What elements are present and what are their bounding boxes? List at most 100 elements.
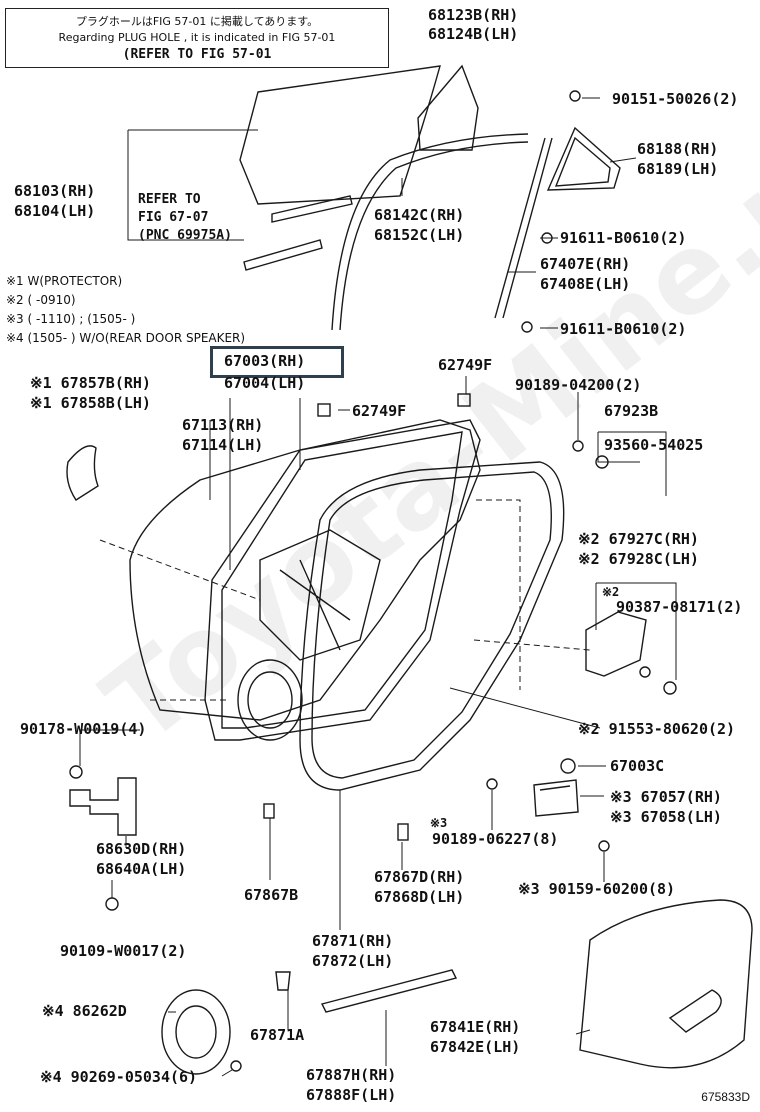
part-67003c[interactable]: 67003C bbox=[610, 757, 665, 775]
refer-line-3: (PNC 69975A) bbox=[138, 228, 232, 243]
part-91611-upper[interactable]: 91611-B0610(2) bbox=[560, 229, 687, 247]
note-line-en: Regarding PLUG HOLE , it is indicated in… bbox=[58, 31, 336, 44]
part-86262d[interactable]: ※4 86262D bbox=[42, 1002, 127, 1020]
part-67923b[interactable]: 67923B bbox=[604, 402, 659, 420]
rear-door-glass bbox=[239, 65, 441, 205]
part-68640a[interactable]: 68640A(LH) bbox=[96, 860, 187, 878]
figure-code: 675833D bbox=[701, 1090, 750, 1104]
legend-note-2: ※2 ( -0910) bbox=[6, 293, 76, 307]
glass-run bbox=[331, 133, 529, 331]
clip-67871a bbox=[275, 971, 291, 991]
part-90178-w0019[interactable]: 90178-W0019(4) bbox=[20, 720, 147, 738]
window-regulator bbox=[259, 529, 381, 661]
bolt-90189 bbox=[572, 440, 584, 452]
quarter-window-glass bbox=[417, 64, 479, 151]
legend-note-3: ※3 ( -1110) ; (1505- ) bbox=[6, 312, 136, 326]
part-90189-06227[interactable]: 90189-06227(8) bbox=[432, 830, 559, 848]
part-68152c[interactable]: 68152C(LH) bbox=[374, 226, 465, 244]
part-68124b[interactable]: 68124B(LH) bbox=[428, 25, 519, 43]
door-frame bbox=[204, 419, 481, 741]
bolt-91553 bbox=[663, 681, 677, 695]
part-67871[interactable]: 67871(RH) bbox=[312, 932, 394, 950]
clip-90189-06227 bbox=[486, 778, 498, 790]
part-90151-50026[interactable]: 90151-50026(2) bbox=[612, 90, 739, 108]
clip-67003c bbox=[560, 758, 576, 774]
bolt-91611-lower bbox=[521, 321, 533, 333]
part-90189-04200[interactable]: 90189-04200(2) bbox=[515, 376, 642, 394]
part-93560-54025[interactable]: 93560-54025 bbox=[604, 436, 704, 454]
part-67887h[interactable]: 67887H(RH) bbox=[306, 1066, 397, 1084]
part-67003[interactable]: 67003(RH) bbox=[224, 352, 306, 370]
highlight-box bbox=[210, 346, 344, 378]
part-67004[interactable]: 67004(LH) bbox=[224, 374, 306, 392]
legend-note-1: ※1 W(PROTECTOR) bbox=[6, 274, 123, 288]
door-check bbox=[585, 611, 647, 677]
part-68103[interactable]: 68103(RH) bbox=[14, 182, 96, 200]
plug-hole-note: プラグホールはFIG 57-01 に掲載してあります。 Regarding PL… bbox=[5, 8, 389, 68]
clip-67867d bbox=[397, 823, 409, 841]
part-67928c[interactable]: ※2 67928C(LH) bbox=[578, 550, 699, 568]
outer-door-panel bbox=[129, 419, 481, 721]
legend-note-4: ※4 (1505- ) W/O(REAR DOOR SPEAKER) bbox=[6, 331, 246, 345]
part-67857b[interactable]: ※1 67857B(RH) bbox=[30, 374, 151, 392]
part-67867b[interactable]: 67867B bbox=[244, 886, 299, 904]
screw-90269 bbox=[230, 1060, 242, 1072]
clip-62749f-mid bbox=[317, 403, 331, 417]
part-67871a[interactable]: 67871A bbox=[250, 1026, 305, 1044]
refer-line-2[interactable]: FIG 67-07 bbox=[138, 210, 209, 225]
refer-line-1: REFER TO bbox=[138, 192, 201, 207]
part-62749f-mid[interactable]: 62749F bbox=[352, 402, 407, 420]
part-90387-08171[interactable]: 90387-08171(2) bbox=[616, 598, 743, 616]
clip-62749f-top bbox=[457, 393, 471, 407]
protector bbox=[66, 445, 99, 501]
part-68123b[interactable]: 68123B(RH) bbox=[428, 6, 519, 24]
speaker bbox=[161, 989, 231, 1075]
part-67872[interactable]: 67872(LH) bbox=[312, 952, 394, 970]
part-68189[interactable]: 68189(LH) bbox=[637, 160, 719, 178]
part-90109-w0017[interactable]: 90109-W0017(2) bbox=[60, 942, 187, 960]
part-68630d[interactable]: 68630D(RH) bbox=[96, 840, 187, 858]
part-91553-80620[interactable]: ※2 91553-80620(2) bbox=[578, 720, 736, 738]
door-hinge bbox=[69, 777, 137, 836]
part-67842e[interactable]: 67842E(LH) bbox=[430, 1038, 521, 1056]
part-67408e[interactable]: 67408E(LH) bbox=[540, 275, 631, 293]
part-62749f-top[interactable]: 62749F bbox=[438, 356, 493, 374]
clip-90151 bbox=[569, 90, 581, 102]
part-90269-05034[interactable]: ※4 90269-05034(6) bbox=[40, 1068, 198, 1086]
bolt-90109 bbox=[105, 897, 119, 911]
bolt-90178 bbox=[69, 765, 83, 779]
clip-67867b bbox=[263, 803, 275, 819]
part-67858b[interactable]: ※1 67858B(LH) bbox=[30, 394, 151, 412]
part-67867d[interactable]: 67867D(RH) bbox=[374, 868, 465, 886]
note-mark-3: ※3 bbox=[430, 816, 448, 830]
speaker-opening bbox=[237, 659, 303, 741]
door-lock bbox=[533, 779, 579, 817]
note-line-ref[interactable]: (REFER TO FIG 57-01 bbox=[122, 47, 272, 62]
part-68188[interactable]: 68188(RH) bbox=[637, 140, 719, 158]
part-90159-60200[interactable]: ※3 90159-60200(8) bbox=[518, 880, 676, 898]
door-trim-panel bbox=[579, 899, 753, 1069]
lower-moulding bbox=[243, 239, 323, 271]
fixed-quarter-glass bbox=[546, 126, 621, 191]
part-68104[interactable]: 68104(LH) bbox=[14, 202, 96, 220]
part-67888f[interactable]: 67888F(LH) bbox=[306, 1086, 397, 1104]
division-bar bbox=[494, 137, 553, 319]
note-line-jp: プラグホールはFIG 57-01 に掲載してあります。 bbox=[75, 15, 319, 28]
door-weatherstrip bbox=[299, 461, 565, 791]
part-67927c[interactable]: ※2 67927C(RH) bbox=[578, 530, 699, 548]
door-lower-moulding bbox=[320, 969, 458, 1013]
part-67114[interactable]: 67114(LH) bbox=[182, 436, 264, 454]
part-67407e[interactable]: 67407E(RH) bbox=[540, 255, 631, 273]
part-67057[interactable]: ※3 67057(RH) bbox=[610, 788, 722, 806]
part-91611-lower[interactable]: 91611-B0610(2) bbox=[560, 320, 687, 338]
screw-90159 bbox=[598, 840, 610, 852]
part-67058[interactable]: ※3 67058(LH) bbox=[610, 808, 722, 826]
trim-handle-pocket bbox=[668, 989, 722, 1033]
part-67841e[interactable]: 67841E(RH) bbox=[430, 1018, 521, 1036]
belt-moulding bbox=[271, 195, 353, 223]
part-68142c[interactable]: 68142C(RH) bbox=[374, 206, 465, 224]
part-67113[interactable]: 67113(RH) bbox=[182, 416, 264, 434]
part-67868d[interactable]: 67868D(LH) bbox=[374, 888, 465, 906]
